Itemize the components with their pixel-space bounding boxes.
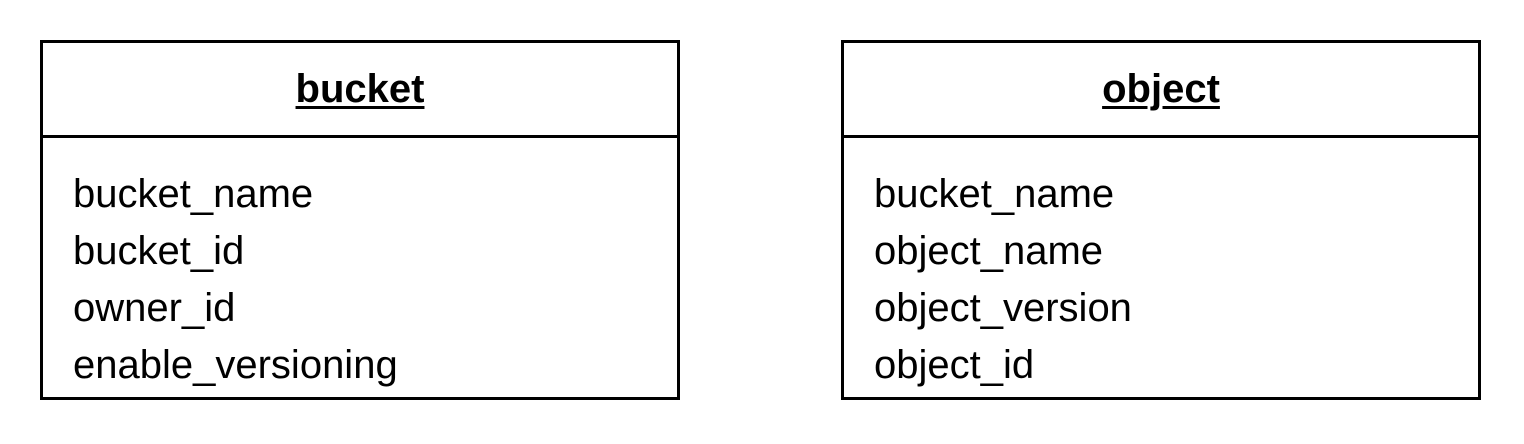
attribute-item: bucket_name — [73, 172, 314, 216]
attribute-item: object_id — [874, 343, 1035, 387]
entity-title: object — [1102, 67, 1220, 111]
attribute-list: bucket_name object_name object_version o… — [844, 138, 1478, 394]
entity-bucket: bucket bucket_name bucket_id owner_id en… — [40, 40, 680, 400]
entity-title: bucket — [295, 67, 425, 111]
attribute-item: owner_id — [73, 286, 236, 330]
attribute-item: bucket_name — [874, 172, 1115, 216]
attribute-item: object_version — [874, 286, 1132, 330]
attribute-item: enable_versioning — [73, 343, 398, 387]
entity-header: bucket — [43, 43, 677, 138]
entity-object: object bucket_name object_name object_ve… — [841, 40, 1481, 400]
attribute-item: bucket_id — [73, 229, 245, 273]
attribute-item: object_name — [874, 229, 1104, 273]
entity-header: object — [844, 43, 1478, 138]
attribute-list: bucket_name bucket_id owner_id enable_ve… — [43, 138, 677, 394]
